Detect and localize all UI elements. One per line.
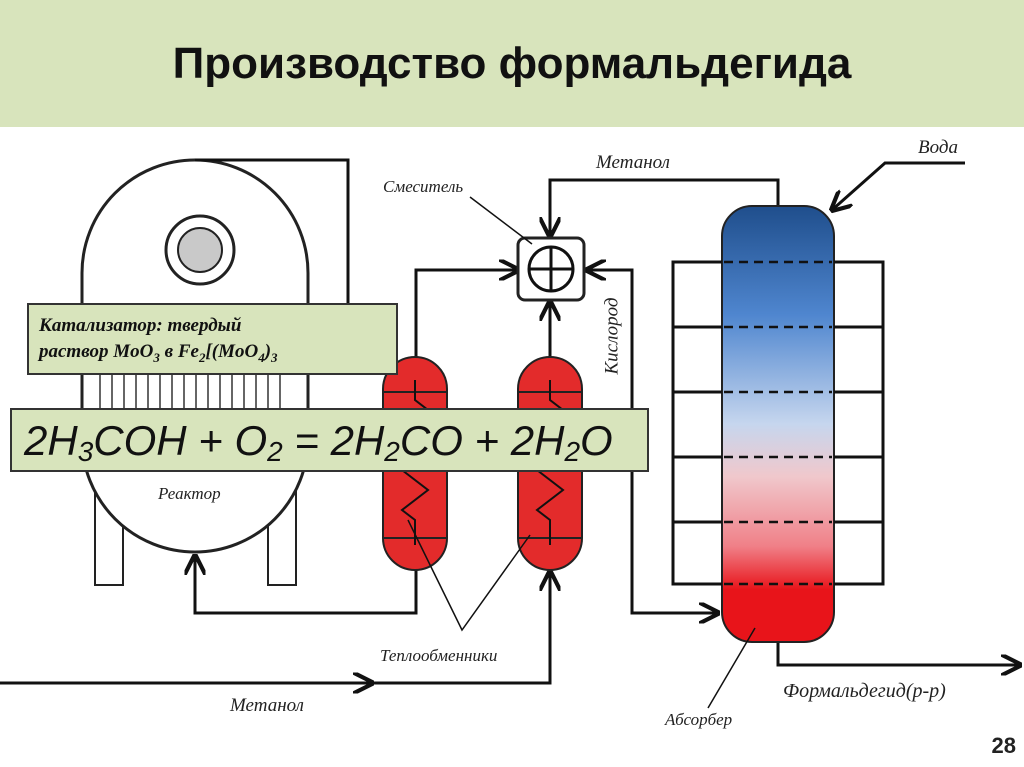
absorber-leader: [707, 627, 756, 709]
label-oxygen: Кислород: [601, 297, 623, 375]
catalyst-tubes: [99, 375, 281, 408]
catalyst-line2: раствор MoO3 в Fe2[(MoO4)3: [39, 341, 278, 365]
mixer: [516, 236, 586, 302]
absorber-column: [671, 205, 885, 643]
page-number: 28: [991, 733, 1016, 758]
title-bar: Производство формальдегида: [0, 0, 1024, 127]
label-heat-exchangers: Теплообменники: [380, 646, 498, 665]
catalyst-line1: Катализатор: твердый: [39, 315, 242, 336]
pipe-exchanger1-to-mixer: [414, 270, 518, 360]
pipe-exchanger1-to-reactor: [195, 556, 418, 615]
pipe-formaldehyde-out: [776, 640, 1020, 665]
label-methanol-bottom: Метанол: [230, 695, 304, 716]
pipe-methanol-to-mixer: [550, 178, 780, 236]
exchangers-leader: [407, 519, 531, 632]
page-title: Производство формальдегида: [172, 38, 852, 88]
pipe-water-in: [832, 161, 965, 210]
absorber-trays: [673, 260, 883, 586]
label-formaldehyde: Формальдегид(р-р): [783, 680, 946, 702]
pipe-methanol-feed: [0, 572, 550, 685]
catalyst-box: Катализатор: твердый раствор MoO3 в Fe2[…: [27, 303, 398, 375]
label-mixer: Смеситель: [383, 177, 464, 196]
pipe-oxygen-to-mixer: [587, 270, 634, 408]
label-water: Вода: [918, 137, 958, 158]
mixer-leader: [469, 196, 533, 245]
pipe-gas-to-absorber: [630, 472, 718, 613]
label-reactor: Реактор: [158, 484, 221, 503]
label-absorber: Абсорбер: [665, 710, 733, 729]
label-methanol-top: Метанол: [596, 152, 670, 173]
absorber-dashed-trays: [724, 260, 832, 586]
reaction-equation: 2H3COH + O2 = 2H2CO + 2H2O: [10, 408, 649, 472]
